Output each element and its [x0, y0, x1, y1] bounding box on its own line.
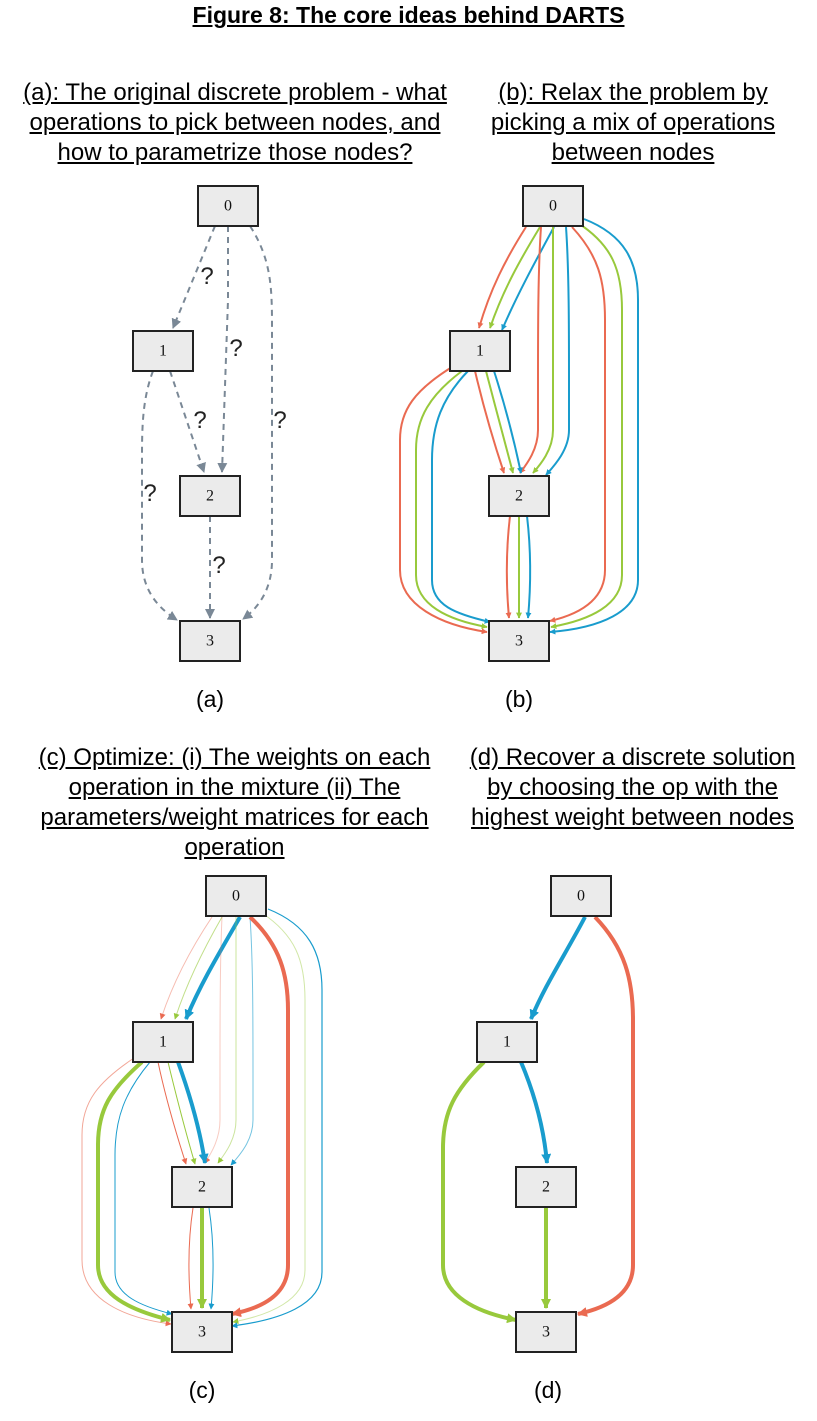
edge-d-1-3-green: [441, 1060, 517, 1324]
edge-a-0-1: [171, 225, 216, 329]
edge-b-1-2-red: [474, 370, 506, 474]
edge-c-1-2-green: [167, 1061, 197, 1165]
edge-b-1-3-green: [415, 370, 488, 629]
edge-b-1-2-green: [485, 370, 515, 474]
edge-label-a-0-3: ?: [273, 407, 286, 434]
panel-c-diagram: [81, 908, 323, 1329]
panel-b-label: (b): [504, 686, 534, 712]
edge-d-0-1-blue: [529, 916, 587, 1020]
svg-text:0: 0: [232, 888, 240, 905]
edge-c-1-3-green: [96, 1060, 171, 1323]
edge-b-0-2-green: [532, 227, 555, 474]
panel-c-heading: (c) Optimize: (i) The weights on each op…: [38, 744, 431, 861]
edge-d-1-2-blue: [519, 1061, 552, 1164]
svg-text:3: 3: [542, 1324, 550, 1341]
node-a-3: 3: [179, 620, 241, 662]
node-c-0: 0: [205, 875, 267, 917]
edge-b-2-3-blue: [525, 515, 532, 619]
edge-b-0-3-blue: [549, 218, 639, 635]
panel-c-label: (c): [188, 1377, 216, 1403]
edge-c-2-3-red: [187, 1207, 194, 1310]
node-a-0: 0: [197, 185, 259, 227]
edge-c-2-3-blue: [208, 1207, 215, 1310]
svg-text:2: 2: [206, 488, 214, 505]
edge-label-a-1-3: ?: [143, 480, 156, 507]
node-d-3: 3: [515, 1311, 577, 1353]
edge-c-0-1-red: [159, 916, 213, 1020]
edge-label-a-0-1: ?: [200, 263, 213, 290]
svg-text:1: 1: [159, 343, 167, 360]
svg-text:1: 1: [476, 343, 484, 360]
edge-c-1-3-red: [81, 1057, 172, 1327]
edge-c-1-2-red: [157, 1061, 188, 1165]
edge-c-1-2-blue: [176, 1061, 209, 1164]
edge-c-0-1-green: [173, 916, 223, 1020]
panel-b-heading: (b): Relax the problem by picking a mix …: [490, 79, 776, 166]
svg-text:1: 1: [159, 1034, 167, 1051]
edge-c-1-3-blue: [114, 1061, 173, 1316]
panel-d-diagram: [441, 915, 635, 1324]
node-a-2: 2: [179, 475, 241, 517]
edge-c-0-3-red: [231, 915, 290, 1318]
svg-text:0: 0: [549, 198, 557, 215]
panel-a-heading: (a): The original discrete problem - wha…: [23, 79, 447, 166]
edge-d-0-3-red: [577, 915, 635, 1317]
edge-b-1-3-blue: [431, 370, 491, 624]
panel-a-label: (a): [195, 686, 225, 712]
svg-text:3: 3: [206, 633, 214, 650]
edge-label-a-1-2: ?: [193, 407, 206, 434]
panel-a-question-marks: ? ? ? ? ? ?: [143, 263, 286, 579]
svg-text:3: 3: [515, 633, 523, 650]
edge-c-0-2-blue: [230, 916, 254, 1166]
edge-c-0-1-blue: [184, 915, 242, 1020]
panel-d-label: (d): [533, 1377, 563, 1403]
edge-c-0-2-green: [217, 917, 237, 1164]
edge-b-0-1-green: [488, 226, 541, 329]
edge-b-0-2-blue: [545, 226, 570, 476]
node-a-1: 1: [132, 330, 194, 372]
node-d-2: 2: [515, 1166, 577, 1208]
edge-b-1-3-red: [399, 366, 488, 635]
edge-b-0-2-red: [519, 226, 542, 474]
node-c-1: 1: [132, 1021, 194, 1063]
svg-text:2: 2: [515, 488, 523, 505]
edge-a-0-2: [217, 226, 229, 473]
edge-b-0-3-green: [550, 222, 623, 629]
edge-c-0-3-blue: [231, 908, 323, 1329]
svg-text:0: 0: [577, 888, 585, 905]
edge-label-a-0-2: ?: [229, 335, 242, 362]
edge-label-a-2-3: ?: [212, 552, 225, 579]
edge-b-0-1-red: [477, 226, 527, 329]
node-c-3: 3: [171, 1311, 233, 1353]
node-b-1: 1: [449, 330, 511, 372]
edge-c-0-3-green: [232, 912, 306, 1324]
edge-a-1-2: [169, 370, 206, 473]
svg-text:2: 2: [198, 1179, 206, 1196]
edge-b-0-3-red: [549, 226, 606, 623]
svg-text:1: 1: [503, 1034, 511, 1051]
panel-b-diagram: [399, 218, 639, 635]
edge-a-0-3: [242, 225, 273, 620]
edge-c-0-2-red: [204, 916, 223, 1164]
svg-text:0: 0: [224, 198, 232, 215]
figure-title: Figure 8: The core ideas behind DARTS: [192, 2, 625, 28]
panel-a-diagram: [141, 225, 273, 621]
node-b-0: 0: [522, 185, 584, 227]
svg-text:2: 2: [542, 1179, 550, 1196]
node-c-2: 2: [171, 1166, 233, 1208]
edge-b-2-3-red: [505, 515, 512, 619]
edge-b-1-2-blue: [493, 370, 523, 474]
edge-b-0-1-blue: [501, 226, 555, 331]
node-b-2: 2: [488, 475, 550, 517]
svg-text:3: 3: [198, 1324, 206, 1341]
node-d-0: 0: [550, 875, 612, 917]
node-d-1: 1: [476, 1021, 538, 1063]
node-b-3: 3: [488, 620, 550, 662]
panel-d-heading: (d) Recover a discrete solution by choos…: [469, 744, 796, 831]
edge-a-1-3: [141, 370, 178, 621]
